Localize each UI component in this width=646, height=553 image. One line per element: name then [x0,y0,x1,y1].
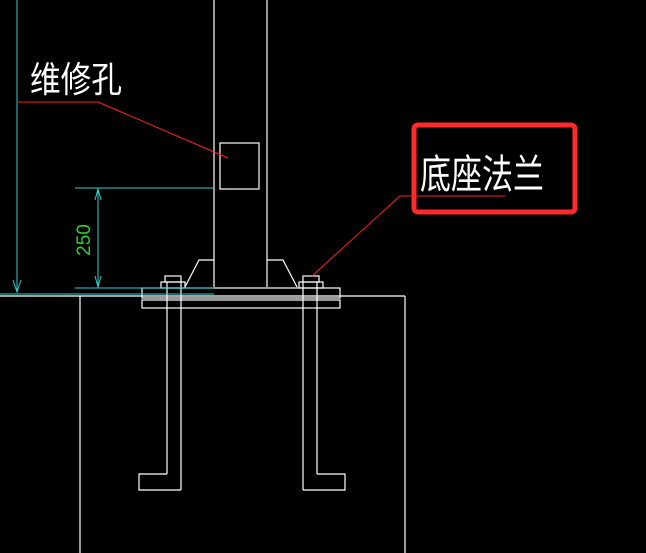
maintenance-hole-label: 维修孔 [30,60,122,101]
anchor-bolt-right [302,282,346,491]
foundation [0,295,406,553]
pole-shaft [213,0,268,287]
base-flange-label: 底座法兰 [420,152,544,198]
base-flange-plate [141,287,341,309]
dimension-value: 250 [74,224,95,256]
highlight-box [411,122,578,215]
anchor-bolt-left [138,282,182,491]
leader-lines [18,101,505,277]
dimension-lines [0,0,214,295]
maintenance-hole [219,142,260,190]
stiffener-ribs [184,259,298,288]
